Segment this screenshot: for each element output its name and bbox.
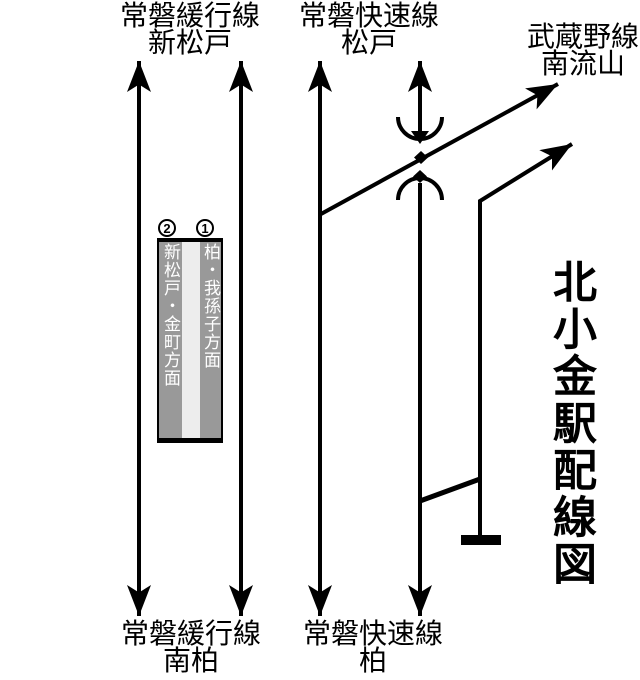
underpass-diamond-lower xyxy=(413,170,427,183)
destination-text-track1: 柏・我孫子方面 xyxy=(201,243,220,369)
line-name: 武蔵野線 xyxy=(526,21,640,52)
platform-number-1: 1 xyxy=(196,219,214,237)
line-name: 常磐快速線 xyxy=(302,618,444,649)
label-top-center: 常磐快速線 松戸 xyxy=(298,0,440,58)
line-name: 常磐快速線 xyxy=(298,0,440,31)
label-bottom-center: 常磐快速線 柏 xyxy=(302,618,444,676)
station-name: 柏 xyxy=(358,645,388,676)
island-platform: 新松戸・金町方面 柏・我孫子方面 xyxy=(157,238,223,443)
underpass-arrowhead-upper xyxy=(411,131,429,144)
connector-musashino-lower-siding xyxy=(478,142,574,536)
label-bottom-left: 常磐緩行線 南柏 xyxy=(120,618,262,676)
label-top-right: 武蔵野線 南流山 xyxy=(526,21,640,79)
platform-number-2: 2 xyxy=(158,219,176,237)
platform-number-1-text: 1 xyxy=(201,220,209,236)
line-name: 常磐緩行線 xyxy=(119,0,261,31)
station-name: 南柏 xyxy=(162,645,220,676)
destination-text-track2: 新松戸・金町方面 xyxy=(161,243,180,387)
crossover-track xyxy=(419,476,481,504)
station-name: 新松戸 xyxy=(147,27,233,58)
station-name: 松戸 xyxy=(340,27,398,58)
line-name: 常磐緩行線 xyxy=(120,618,262,649)
platform-number-2-text: 2 xyxy=(163,220,171,236)
label-top-left: 常磐緩行線 新松戸 xyxy=(119,0,261,58)
connector-musashino-upper xyxy=(320,82,559,216)
platform-center-strip xyxy=(182,242,200,438)
diagram-title: 北小金駅配線図 xyxy=(546,259,595,588)
platform-side-track1: 柏・我孫子方面 xyxy=(200,242,221,438)
buffer-stop xyxy=(461,535,501,545)
platform-side-track2: 新松戸・金町方面 xyxy=(159,242,182,438)
station-name: 南流山 xyxy=(540,48,626,79)
crossing-diamond xyxy=(414,151,428,164)
